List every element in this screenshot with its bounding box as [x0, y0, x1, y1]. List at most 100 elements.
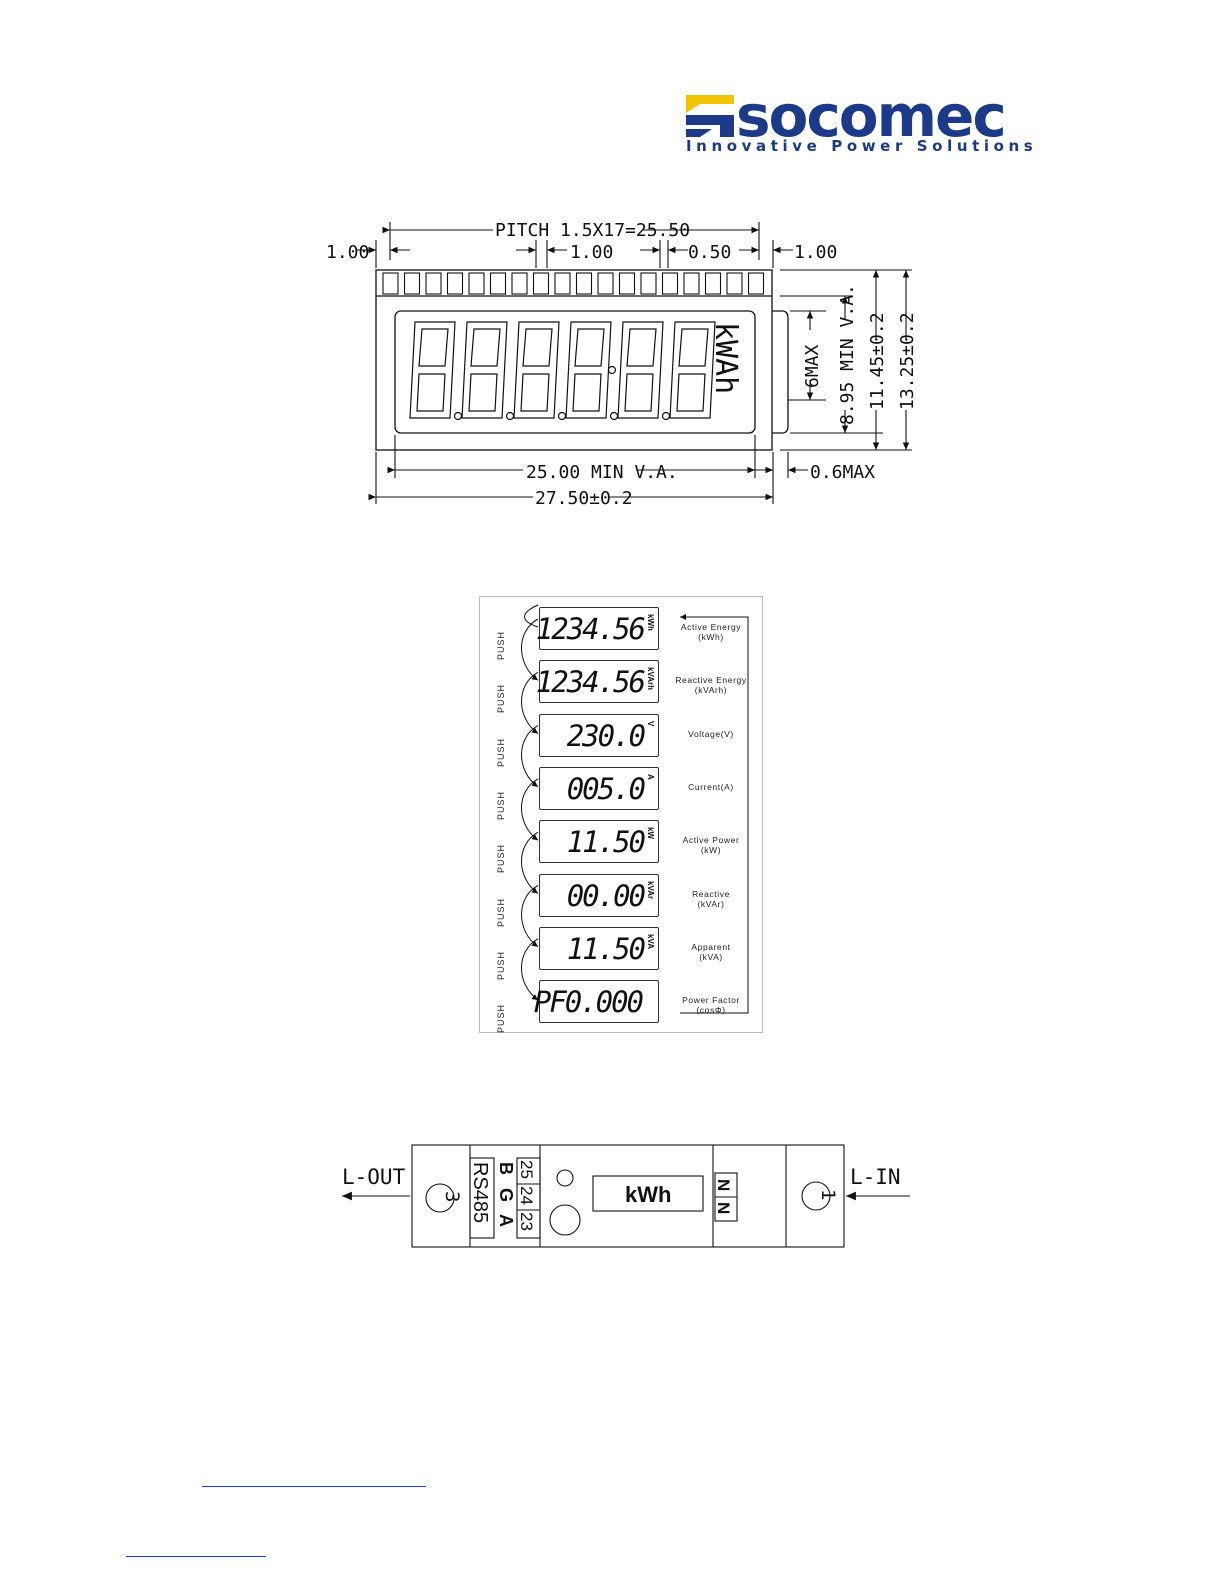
lcd-pin: [554, 272, 571, 295]
lcd-pin: [382, 272, 399, 295]
neutral-1-label: N: [714, 1179, 733, 1191]
lcd-reading: 00.00: [566, 878, 646, 913]
lcd-reading: 11.50: [566, 825, 646, 860]
measurement-unit: (kVA): [699, 951, 723, 962]
rs485-label: RS485: [469, 1162, 491, 1223]
push-label: PUSH: [496, 790, 506, 820]
lcd-reading: 005.0: [566, 771, 646, 806]
measurement-unit: (kW): [700, 845, 722, 856]
lcd-pin: [425, 272, 442, 295]
measurement-name: Voltage(V): [688, 728, 734, 739]
dim-height-b: 13.25±0.2: [897, 312, 918, 410]
push-arrow: [521, 885, 539, 948]
measurement-unit: (cosΦ): [696, 1005, 726, 1016]
lcd-reading: 1234.56: [535, 665, 646, 700]
measurement-unit: (kWh): [698, 632, 724, 642]
lcd-reading: 230.0: [566, 718, 646, 753]
lcd-pin: [640, 272, 657, 295]
lcd-reading: 1234.56: [535, 612, 646, 646]
push-label: PUSH: [496, 737, 506, 767]
rs485-pin-label: B: [496, 1162, 516, 1175]
measurement-name: Power Factor: [682, 995, 740, 1006]
dim-view-area-height: 8.95 MIN V.A.: [837, 284, 858, 425]
lcd-decimal-point: [609, 411, 619, 421]
dim-total-width: 27.50±0.2: [535, 488, 633, 509]
push-arrow: [521, 778, 539, 841]
socomec-logo: socomec Innovative Power Solutions: [684, 82, 1044, 158]
lcd-unit: kWh: [646, 614, 655, 631]
rs485-terminal-number: 25: [517, 1160, 536, 1179]
terminal-3-label: 3: [441, 1191, 463, 1202]
dim-digit-height: 6MAX: [802, 344, 823, 388]
lcd-digit: [617, 321, 664, 419]
lcd-pin: [704, 272, 722, 295]
lcd-decimal-point: [661, 411, 671, 421]
push-label: PUSH: [496, 950, 506, 980]
measurement-unit: (kVAr): [697, 898, 725, 909]
lcd-pin: [747, 272, 765, 295]
measurement-label: Power Factor(cosΦ): [670, 995, 752, 1015]
lcd-decimal-point: [607, 365, 617, 375]
push-arrow: [521, 671, 539, 735]
push-arrow: [521, 938, 539, 1001]
dim-right-margin: 1.00: [794, 242, 837, 263]
measurement-label: Voltage(V): [670, 729, 752, 739]
lcd-pin: [446, 272, 464, 295]
lcd-unit: kVArh: [646, 667, 655, 691]
push-label: PUSH: [496, 683, 506, 713]
lcd-unit: kW: [646, 827, 655, 840]
terminal-1-label: 1: [817, 1189, 839, 1200]
rs485-terminal-number: 23: [517, 1212, 536, 1231]
lcd-pin: [661, 272, 679, 295]
measurement-label: Current(A): [670, 782, 752, 792]
lcd-pin: [532, 272, 550, 295]
rs485-terminal-number: 24: [517, 1186, 536, 1205]
push-label: PUSH: [496, 843, 506, 873]
push-arrow: [524, 604, 539, 628]
measurement-name: Reactive Energy: [675, 675, 747, 686]
lcd-unit: V: [646, 720, 655, 726]
push-label: PUSH: [496, 1003, 506, 1033]
measurement-label: Active Power(kW): [670, 835, 752, 855]
push-arrow: [521, 618, 539, 681]
lcd-unit-text: kWAh: [708, 322, 743, 394]
measurement-name: Apparent: [691, 941, 731, 952]
lcd-unit: kVAr: [646, 880, 655, 899]
lcd-digit: [409, 321, 456, 419]
lcd-pin: [575, 272, 593, 295]
lcd-pin: [618, 272, 636, 295]
lcd-digit: [461, 321, 508, 419]
display-kwh-label: kWh: [625, 1182, 671, 1207]
hyperlink-1[interactable]: [202, 1486, 426, 1487]
rs485-pin-label: A: [496, 1214, 516, 1227]
l-out-label: L-OUT: [342, 1165, 406, 1189]
sequence-lcd: PF0.000: [534, 980, 659, 1024]
dim-pin-length: 0.6MAX: [810, 462, 875, 483]
lcd-decimal-point: [557, 411, 567, 421]
brand-name: socomec: [736, 82, 1007, 150]
lcd-pin: [726, 272, 743, 295]
lcd-pin: [468, 272, 485, 295]
lcd-digit: [565, 321, 612, 419]
lcd-pin: [597, 272, 614, 295]
hyperlink-2[interactable]: [126, 1556, 266, 1557]
logo-mark-icon: [686, 95, 734, 137]
measurement-name: Reactive: [692, 888, 730, 899]
push-arrow: [521, 725, 539, 788]
measurement-unit: (kVArh): [694, 685, 728, 696]
dim-segment-width: 1.00: [570, 242, 613, 263]
lcd-reading: PF0.000: [533, 985, 644, 1020]
l-in-label: L-IN: [850, 1165, 901, 1189]
lcd-unit: kVA: [646, 933, 655, 949]
dim-gap: 0.50: [688, 242, 731, 263]
lcd-digit: [513, 321, 560, 419]
lcd-reading: 11.50: [566, 931, 646, 966]
neutral-2-label: N: [714, 1202, 733, 1214]
